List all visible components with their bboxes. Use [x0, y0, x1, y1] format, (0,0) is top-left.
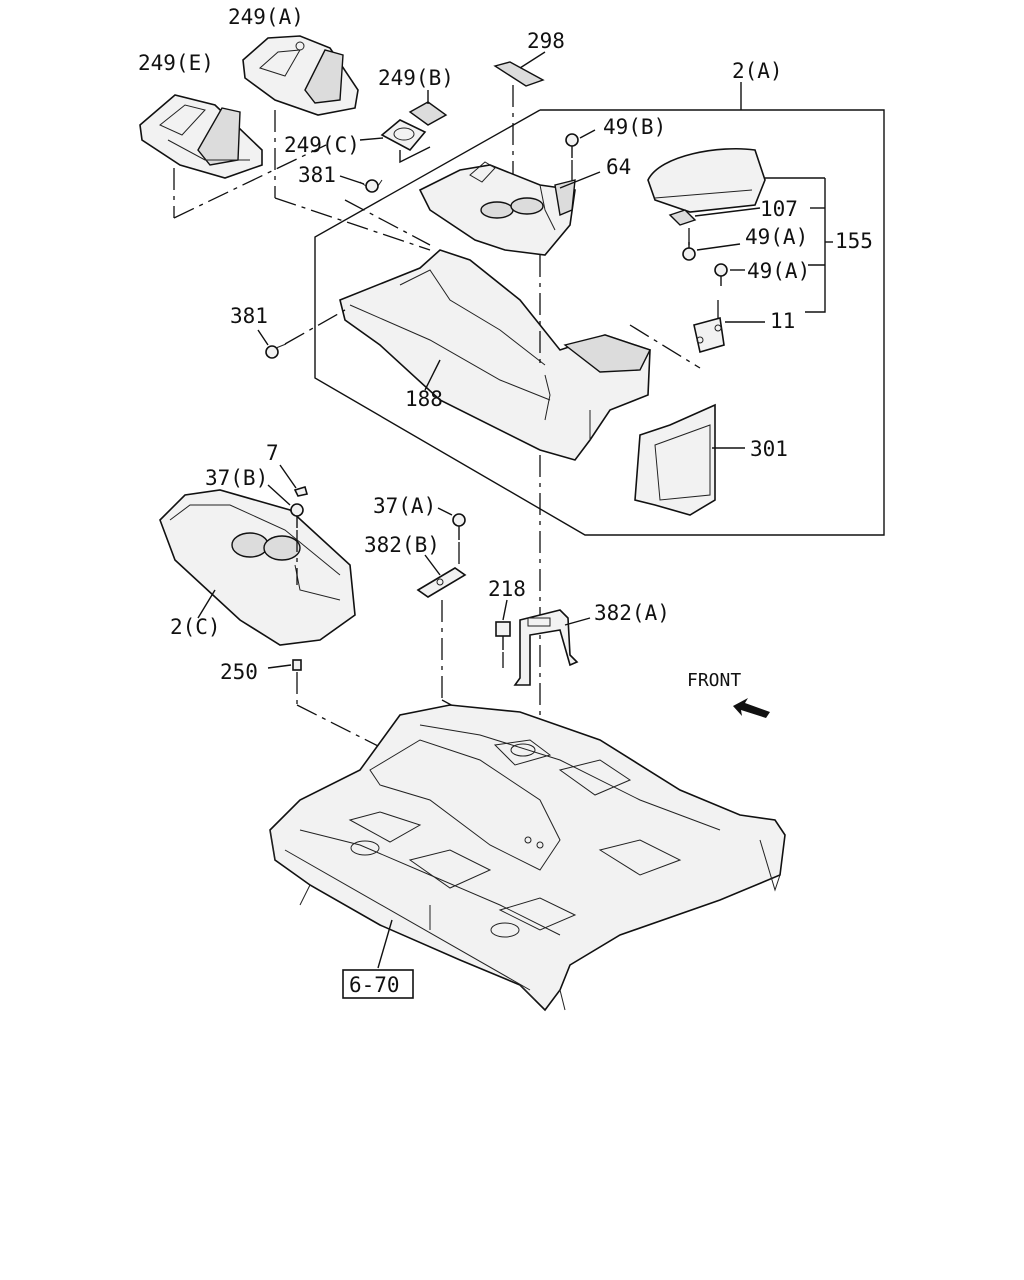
latch-11: [693, 316, 725, 354]
dash-249a-to-188: [274, 197, 431, 251]
label-37a: 37(A): [373, 494, 436, 518]
label-382a: 382(A): [594, 601, 670, 625]
cup-ring-249c: [380, 119, 427, 152]
lower-console-188: [339, 249, 651, 461]
label-249a: 249(A): [228, 5, 304, 29]
bracket-382b: [416, 567, 467, 598]
armrest-lid: [647, 147, 766, 213]
screw-37b: [290, 503, 304, 528]
label-2c: 2(C): [170, 615, 221, 639]
leader-381-upper: [339, 175, 365, 185]
leader-37a: [437, 507, 453, 516]
label-249c: 249(C): [284, 133, 360, 157]
screw-37a: [452, 513, 466, 540]
label-249e: 249(E): [138, 51, 214, 75]
label-49a-lower: 49(A): [747, 259, 810, 283]
dash-armrest-lock: [629, 324, 701, 369]
pad-249b: [408, 101, 448, 126]
label-301: 301: [750, 437, 788, 461]
label-298: 298: [527, 29, 565, 53]
dash-381-upper: [344, 199, 431, 246]
label-49a-upper: 49(A): [745, 225, 808, 249]
label-218: 218: [488, 577, 526, 601]
screw-49a-lower: [714, 263, 728, 286]
leader-107: [694, 207, 761, 217]
bolt-218: [495, 621, 511, 650]
leader-382b: [424, 554, 441, 576]
label-382b: 382(B): [364, 533, 440, 557]
leader-218: [502, 599, 508, 621]
label-188: 188: [405, 387, 443, 411]
pad-298: [493, 61, 545, 87]
bracket-155: [805, 178, 826, 313]
label-249b: 249(B): [378, 66, 454, 90]
label-381-upper: 381: [298, 163, 336, 187]
upper-console-64: [418, 161, 576, 256]
label-250: 250: [220, 660, 258, 684]
leader-7: [279, 464, 297, 489]
bracket-382a: [513, 609, 579, 686]
leader-382a: [564, 617, 591, 626]
leader-188: [424, 359, 441, 391]
leader-2c: [197, 589, 216, 619]
leader-37b: [267, 484, 291, 506]
label-2a: 2(A): [732, 59, 783, 83]
ref-box-670: [342, 969, 414, 999]
shift-boot-249a: [242, 35, 359, 116]
label-670: 6-70: [349, 973, 400, 997]
leader-249c: [359, 137, 384, 141]
screw-49b: [565, 133, 579, 158]
floor-pan: [269, 704, 786, 1012]
label-7: 7: [266, 441, 279, 465]
bracket-249c: [399, 146, 431, 164]
clip-381-upper: [359, 179, 383, 193]
leader-49a-upper: [696, 243, 741, 251]
leader-250: [267, 664, 292, 669]
clip-250: [292, 659, 302, 671]
leader-64: [559, 171, 601, 189]
leader-298: [519, 51, 546, 69]
label-155: 155: [835, 229, 873, 253]
leader-670: [377, 919, 393, 969]
console-2c: [159, 489, 356, 646]
label-37b: 37(B): [205, 466, 268, 490]
label-11: 11: [770, 309, 795, 333]
label-front: FRONT: [687, 670, 741, 691]
label-64: 64: [606, 155, 631, 179]
hinge-107: [668, 209, 697, 226]
label-49b: 49(B): [603, 115, 666, 139]
label-381-left: 381: [230, 304, 268, 328]
shift-boot-249e: [139, 94, 263, 179]
leader-49b: [579, 129, 596, 139]
clip-381-left: [265, 343, 287, 359]
label-107: 107: [760, 197, 798, 221]
clip-7: [293, 486, 309, 497]
leader-381-left: [257, 329, 269, 346]
assembly-2a-frame: [314, 109, 885, 536]
side-panel-301: [634, 403, 716, 516]
front-arrow-icon: [733, 698, 770, 718]
dash-249e-to-frame: [173, 144, 327, 219]
dash-381-left: [284, 309, 346, 345]
